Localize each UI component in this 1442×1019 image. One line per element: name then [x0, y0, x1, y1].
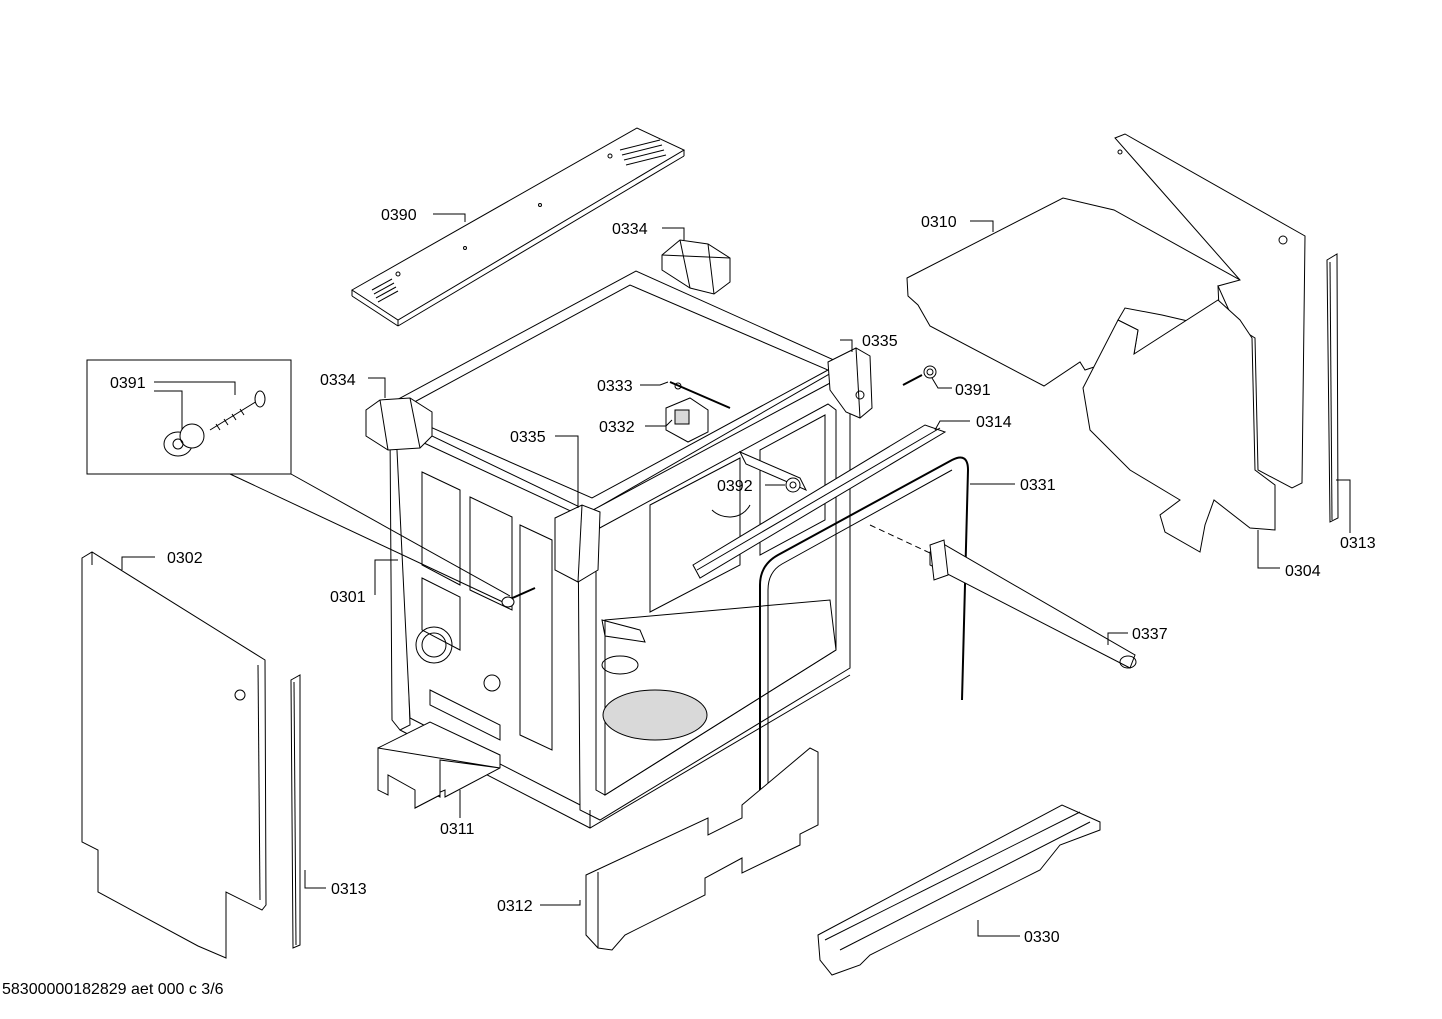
- part-0313-strip-left: [290, 674, 301, 949]
- part-0391-screw-right: [902, 365, 937, 386]
- part-0333-rod: [669, 381, 731, 409]
- part-0335-bracket-center: [554, 504, 601, 583]
- part-0302-side-panel: [81, 551, 267, 959]
- label-0313-right: 0313: [1340, 535, 1376, 552]
- part-0335-bracket-right: [827, 347, 873, 419]
- label-0335-center: 0335: [510, 429, 546, 446]
- label-0391-inset: 0391: [110, 375, 146, 392]
- leader-lines: [121, 213, 1351, 937]
- label-0332: 0332: [599, 419, 635, 436]
- label-0334-top: 0334: [612, 221, 648, 238]
- label-0392: 0392: [717, 478, 753, 495]
- part-0311-foam-block: [377, 721, 501, 809]
- part-0312-foam-front: [585, 747, 819, 951]
- part-0314-rail: [692, 424, 947, 579]
- label-0312: 0312: [497, 898, 533, 915]
- part-0331-seal: [759, 456, 970, 815]
- part-0332-latch: [665, 397, 709, 443]
- label-0302: 0302: [167, 550, 203, 567]
- part-0304-back-panel: [1082, 133, 1306, 553]
- label-0310: 0310: [921, 214, 957, 231]
- label-0333: 0333: [597, 378, 633, 395]
- inset-0391-detail: [86, 359, 536, 608]
- label-0335-right: 0335: [862, 333, 898, 350]
- label-0313-left: 0313: [331, 881, 367, 898]
- label-0311: 0311: [440, 821, 475, 838]
- label-0301: 0301: [330, 589, 366, 606]
- label-0314: 0314: [976, 414, 1012, 431]
- part-0390-top-plate: [351, 127, 686, 327]
- label-0334-left: 0334: [320, 372, 356, 389]
- part-0313-strip-right: [1326, 253, 1339, 523]
- label-0390: 0390: [381, 207, 417, 224]
- part-0337-arm: [929, 539, 1137, 669]
- part-0301-tub: [376, 270, 851, 829]
- part-0334-clip-left: [365, 397, 433, 451]
- part-0330-base-tray: [817, 804, 1101, 976]
- part-0334-clip-top: [661, 239, 731, 295]
- label-0331: 0331: [1020, 477, 1056, 494]
- label-0330: 0330: [1024, 929, 1060, 946]
- label-0391-right: 0391: [955, 382, 991, 399]
- label-0304: 0304: [1285, 563, 1321, 580]
- part-0392-pulley: [738, 450, 808, 493]
- document-id-footer: 58300000182829 aet 000 c 3/6: [2, 981, 224, 998]
- label-0337: 0337: [1132, 626, 1168, 643]
